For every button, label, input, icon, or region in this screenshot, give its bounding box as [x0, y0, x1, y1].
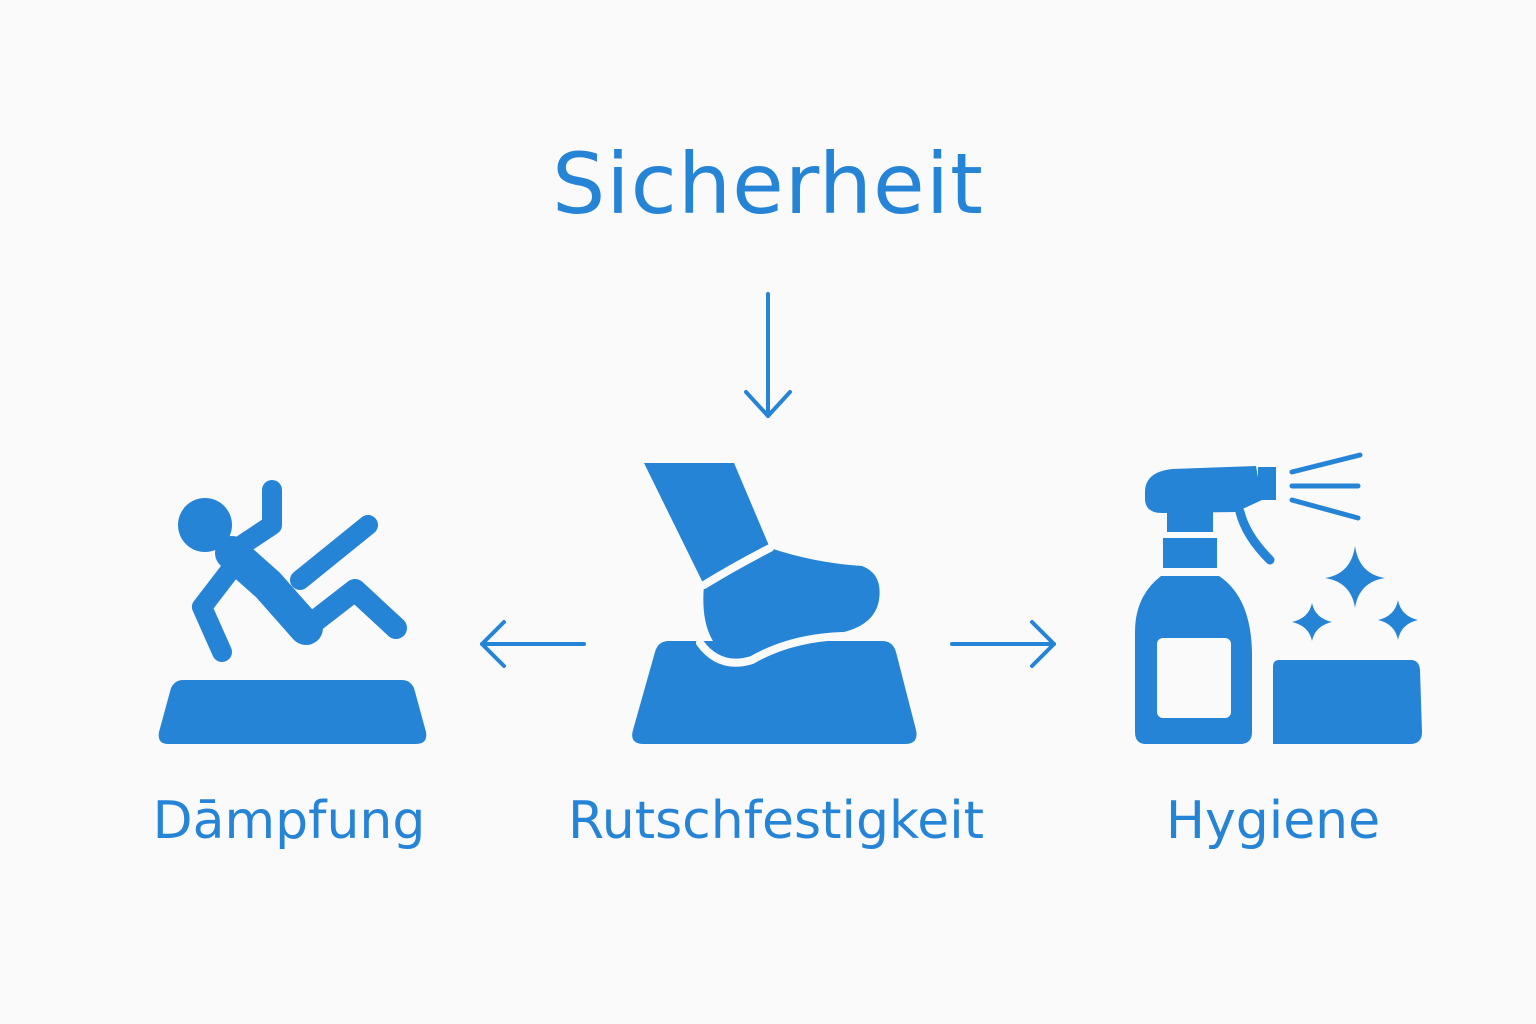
- label-hygiene: Hygiene: [1165, 791, 1381, 851]
- label-daempfung: Dāmpfung: [152, 791, 426, 851]
- arrow-left-icon: [480, 620, 586, 668]
- foot-on-mat-icon: [632, 463, 917, 744]
- arrow-down-icon: [744, 292, 792, 418]
- label-rutschfestigkeit: Rutschfestigkeit: [567, 791, 985, 851]
- arrows: [480, 292, 1056, 668]
- falling-person-icon: [158, 480, 427, 744]
- arrow-right-icon: [950, 620, 1056, 668]
- sparkles-icon: [1292, 546, 1418, 641]
- spray-lines: [1289, 452, 1363, 521]
- diagram-title: Sicherheit: [551, 135, 984, 233]
- spray-bottle-icon: [1135, 452, 1422, 744]
